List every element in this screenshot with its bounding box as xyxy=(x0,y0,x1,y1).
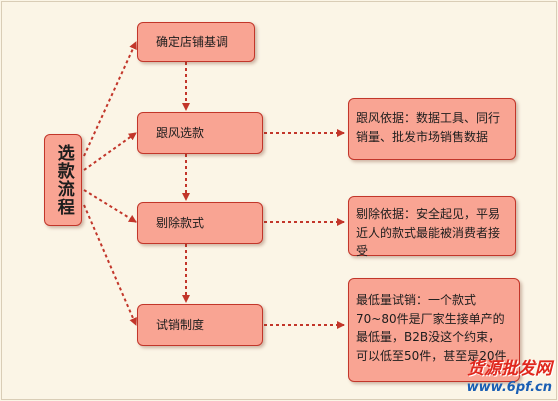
watermark-url: www.6pf.cn xyxy=(466,380,552,395)
note-box-1: 跟风依据：数据工具、同行销量、批发市场销售数据 xyxy=(348,98,516,160)
note-text: 跟风依据：数据工具、同行销量、批发市场销售数据 xyxy=(356,111,501,144)
fan-arrow-4 xyxy=(83,204,137,326)
step-box-1: 确定店铺基调 xyxy=(137,22,255,62)
step-box-4: 试销制度 xyxy=(137,304,263,346)
side-label-text: 选款流程 xyxy=(53,144,74,216)
step-label: 剔除款式 xyxy=(156,215,205,230)
step-label: 试销制度 xyxy=(156,317,205,332)
step-box-3: 剔除款式 xyxy=(137,202,263,244)
fan-arrow-3 xyxy=(83,189,137,223)
step-label: 跟风选款 xyxy=(156,125,205,140)
step-box-2: 跟风选款 xyxy=(137,112,263,154)
watermark-logo: 货源批发网 xyxy=(467,359,552,379)
note-box-3: 最低量试销：一个款式70~80件是厂家生接单产的最低量，B2B没这个约束，可以低… xyxy=(348,278,520,382)
fan-arrow-1 xyxy=(83,41,137,157)
step-label: 确定店铺基调 xyxy=(156,34,229,49)
side-label: 选款流程 xyxy=(44,134,82,226)
note-text: 剔除依据：安全起见，平易近人的款式最能被消费者接受 xyxy=(356,207,501,259)
note-text: 最低量试销：一个款式70~80件是厂家生接单产的最低量，B2B没这个约束，可以低… xyxy=(356,293,507,363)
note-box-2: 剔除依据：安全起见，平易近人的款式最能被消费者接受 xyxy=(348,196,516,259)
fan-arrow-2 xyxy=(83,132,137,171)
